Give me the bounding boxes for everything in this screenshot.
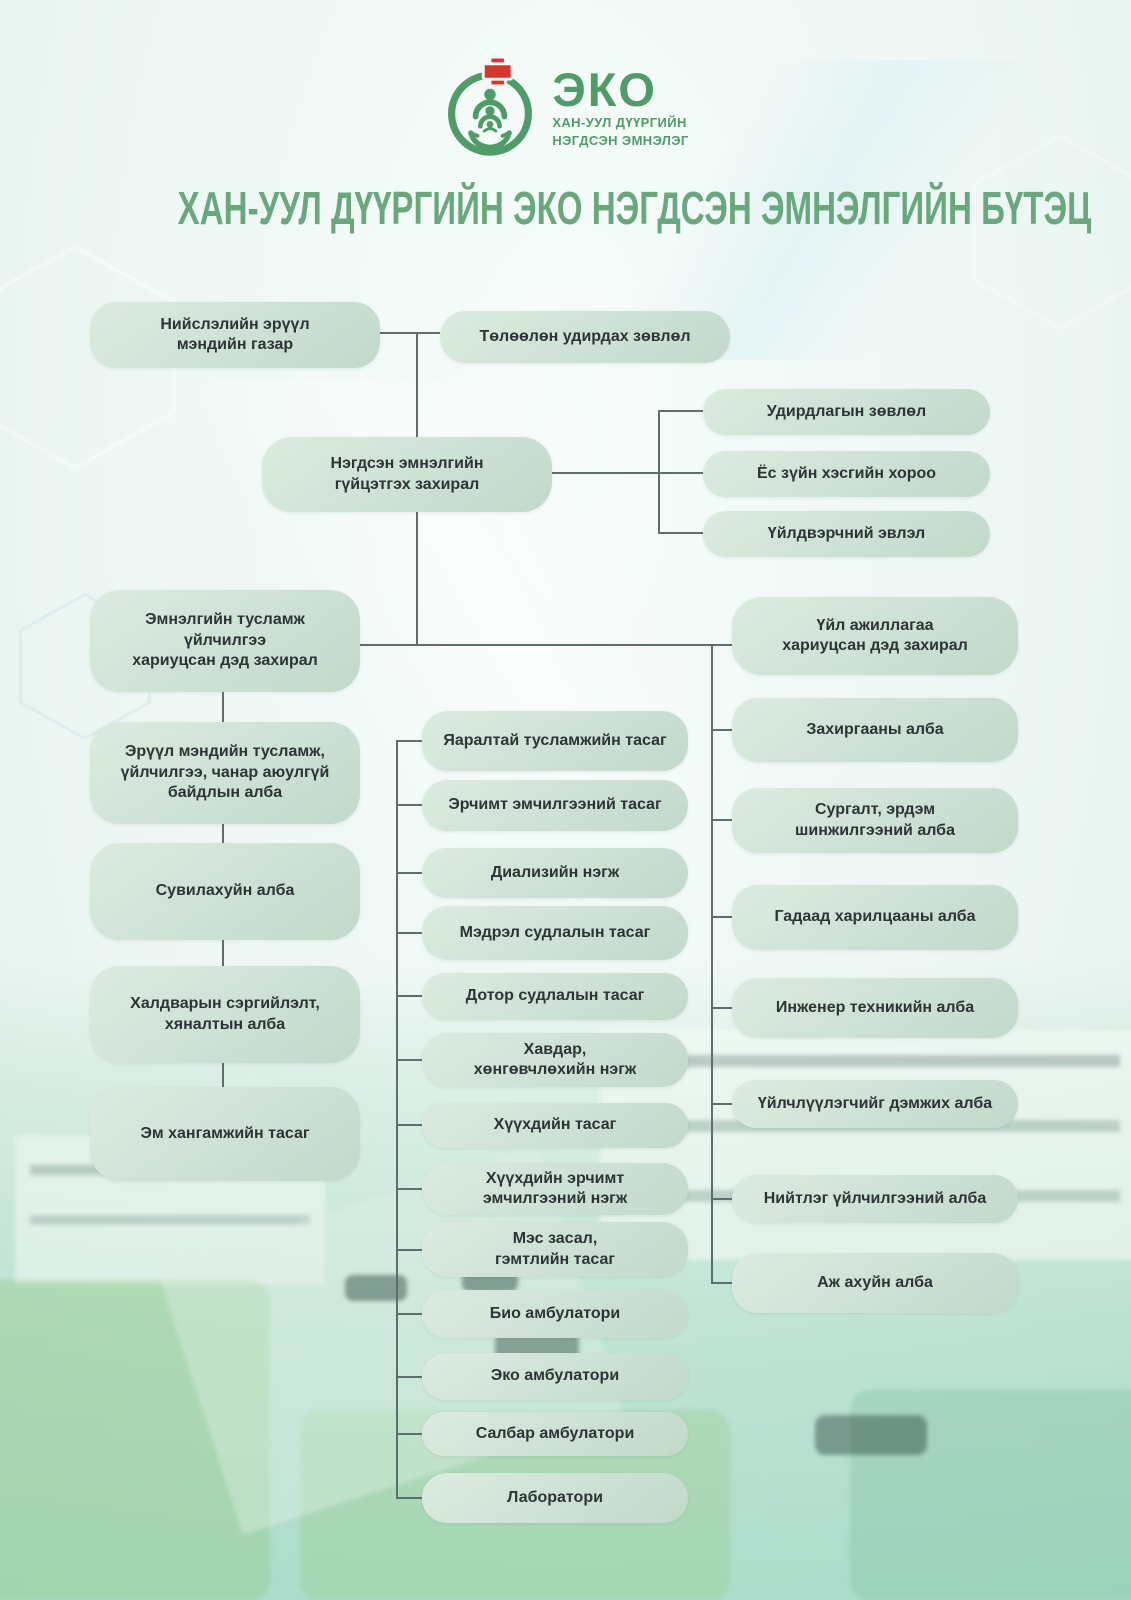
connector — [396, 1376, 422, 1378]
family-figures-icon — [468, 88, 513, 151]
org-node-clinical-department: Хүүхдийн эрчимт эмчилгээний нэгж — [422, 1163, 688, 1215]
photo-greenery — [850, 1390, 1131, 1600]
photo-car — [815, 1415, 927, 1455]
org-node-clinical-department: Диализийн нэгж — [422, 848, 688, 898]
connector — [222, 692, 224, 722]
connector — [396, 740, 398, 1499]
connector — [396, 1188, 422, 1190]
logo-subtitle-line1: ХАН-УУЛ ДҮҮРГИЙН — [552, 115, 687, 130]
red-cross-icon — [482, 56, 514, 88]
org-node-deputy-medical: Эмнэлгийн тусламж үйлчилгээ хариуцсан дэ… — [90, 590, 360, 692]
org-node-operations-department: Сургалт, эрдэм шинжилгээний алба — [732, 788, 1018, 853]
org-node-operations-department: Үйлчлүүлэгчийг дэмжих алба — [732, 1080, 1018, 1128]
connector — [396, 932, 422, 934]
connector — [396, 872, 422, 874]
connector — [711, 644, 713, 1284]
org-node-clinical-department: Мэс засал, гэмтлийн тасаг — [422, 1222, 688, 1277]
connector — [396, 1433, 422, 1435]
photo-shapes — [0, 960, 1131, 1600]
org-node-clinical-department: Хавдар, хөнгөвчлөхийн нэгж — [422, 1033, 688, 1087]
org-node-parent-org: Нийслэлийн эрүүл мэндийн газар — [90, 302, 380, 368]
org-node-clinical-department: Эко амбулатори — [422, 1353, 688, 1400]
connector — [711, 1282, 732, 1284]
connector — [396, 995, 422, 997]
org-node-operations-department: Аж ахуйн алба — [732, 1253, 1018, 1313]
connector — [713, 1198, 732, 1200]
org-node-clinical-department: Био амбулатори — [422, 1290, 688, 1338]
logo-text: ЭКО ХАН-УУЛ ДҮҮРГИЙН НЭГДСЭН ЭМНЭЛЭГ — [552, 56, 688, 160]
org-node-medical-service: Эм хангамжийн тасаг — [90, 1087, 360, 1181]
org-node-clinical-department: Мэдрэл судлалын тасаг — [422, 906, 688, 960]
hospital-logo: ЭКО ХАН-УУЛ ДҮҮРГИЙН НЭГДСЭН ЭМНЭЛЭГ — [0, 56, 1131, 160]
org-node-deputy-operations: Үйл ажиллагаа хариуцсан дэд захирал — [732, 597, 1018, 675]
connector — [396, 1124, 422, 1126]
org-node-clinical-department: Лаборатори — [422, 1473, 688, 1523]
photo-window-strip — [620, 1055, 1120, 1067]
org-node-executive-director: Нэгдсэн эмнэлгийн гүйцэтгэх захирал — [262, 437, 552, 512]
connector — [713, 819, 732, 821]
org-node-clinical-department: Салбар амбулатори — [422, 1412, 688, 1456]
connector — [380, 332, 440, 334]
connector — [713, 1007, 732, 1009]
org-node-operations-department: Гадаад харилцааны алба — [732, 885, 1018, 950]
connector — [713, 916, 732, 918]
org-node-operations-department: Захиргааны алба — [732, 698, 1018, 762]
org-node-board: Төлөөлөн удирдах зөвлөл — [440, 311, 730, 363]
org-node-medical-service: Халдварын сэргийлэлт, хяналтын алба — [90, 966, 360, 1063]
connector — [658, 410, 660, 534]
logo-brand: ЭКО — [552, 63, 657, 116]
logo-subtitle-line2: НЭГДСЭН ЭМНЭЛЭГ — [552, 133, 689, 149]
org-node-council: Удирдлагын зөвлөл — [703, 389, 990, 435]
org-node-operations-department: Инженер техникийн алба — [732, 978, 1018, 1038]
connector — [396, 1497, 422, 1499]
connector — [552, 472, 703, 474]
connector — [222, 824, 224, 843]
connector — [396, 740, 422, 742]
connector — [360, 644, 732, 646]
org-node-clinical-department: Дотор судлалын тасаг — [422, 973, 688, 1020]
connector — [396, 1059, 422, 1061]
connector — [713, 1103, 732, 1105]
connector — [658, 410, 703, 412]
org-node-clinical-department: Яаралтай тусламжийн тасаг — [422, 711, 688, 771]
org-node-council: Үйлдвэрчний эвлэл — [703, 511, 990, 557]
page-title: ХАН-УУЛ ДҮҮРГИЙН ЭКО НЭГДСЭН ЭМНЭЛГИЙН Б… — [177, 182, 1092, 234]
connector — [396, 1249, 422, 1251]
connector — [222, 940, 224, 966]
org-node-clinical-department: Эрчимт эмчилгээний тасаг — [422, 780, 688, 831]
photo-greenery — [0, 1280, 270, 1600]
connector — [222, 1063, 224, 1087]
connector — [416, 333, 418, 437]
org-node-medical-service: Эрүүл мэндийн тусламж, үйлчилгээ, чанар … — [90, 722, 360, 824]
org-node-council: Ёс зүйн хэсгийн хороо — [703, 451, 990, 497]
org-node-clinical-department: Хүүхдийн тасаг — [422, 1103, 688, 1148]
connector — [658, 532, 703, 534]
hospital-logo-icon — [448, 56, 533, 156]
connector — [713, 729, 732, 731]
connector — [396, 804, 422, 806]
org-node-medical-service: Сувилахуйн алба — [90, 843, 360, 940]
connector — [396, 1313, 422, 1315]
connector — [416, 512, 418, 645]
org-node-operations-department: Нийтлэг үйлчилгээний алба — [732, 1175, 1018, 1223]
photo-window-strip — [30, 1215, 310, 1225]
